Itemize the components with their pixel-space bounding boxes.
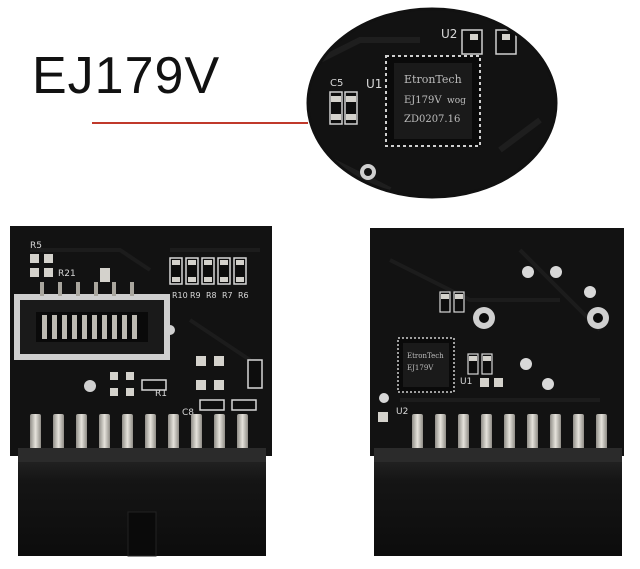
zoom-inset: EtronTech EJ179V wog ZD0207.16 U1 U2 C5 [306,7,558,199]
back-silk-u2: U2 [396,407,408,417]
front-silk-r7: R7 [222,291,233,300]
front-board: R5 R21 R1 C8 R10 R9 R8 R7 R6 [10,226,272,557]
back-header-pins [412,414,607,452]
front-silk-r9: R9 [190,291,201,300]
inset-silk-u1: U1 [366,77,382,91]
front-connector-housing [18,448,266,557]
inset-chip-suffix: wog [447,96,466,106]
inset-chip-brand: EtronTech [404,73,462,86]
inset-chip: EtronTech EJ179V wog ZD0207.16 [385,55,481,147]
back-chip: EtronTech EJ179V [397,337,455,393]
inset-silk-c: C5 [330,78,343,89]
model-title: EJ179V [32,47,221,105]
front-usb-socket [14,282,170,360]
inset-chip-part: EJ179V [404,95,442,106]
back-board: EtronTech EJ179V U1 U2 [370,228,624,556]
back-chip-part: EJ179V [407,364,434,372]
front-silk-r5: R5 [30,241,42,251]
back-connector-housing [374,448,622,556]
back-silk-u1: U1 [460,377,472,387]
front-silk-c8: C8 [182,408,194,418]
front-silk-r8: R8 [206,291,217,300]
front-header-pins [30,414,248,452]
front-silk-r21: R21 [58,269,76,279]
inset-chip-lot: ZD0207.16 [404,114,460,125]
front-silk-r6: R6 [238,291,249,300]
front-silk-r10: R10 [172,291,188,300]
front-silk-r1: R1 [155,389,167,399]
inset-silk-u2: U2 [441,27,457,41]
back-chip-brand: EtronTech [407,352,444,360]
